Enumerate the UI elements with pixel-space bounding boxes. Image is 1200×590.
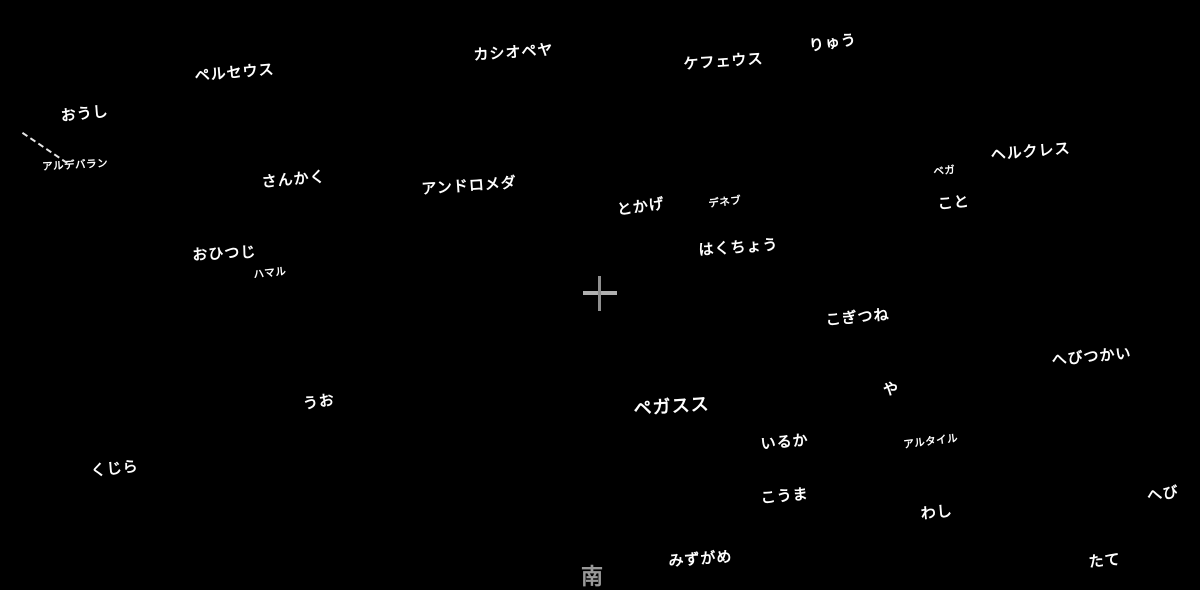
constellation-label-cepheus: ケフェウス xyxy=(682,49,765,73)
constellation-label-lacerta: とかげ xyxy=(615,194,666,219)
constellation-label-aquarius: みずがめ xyxy=(667,547,734,570)
direction-label-south: 南 xyxy=(581,565,604,590)
constellation-label-cassiopeia: カシオペヤ xyxy=(472,40,555,64)
constellation-label-delphinus: いるか xyxy=(759,430,810,453)
constellation-label-aquila: わし xyxy=(919,501,954,523)
constellation-label-andromeda: アンドロメダ xyxy=(420,173,518,198)
star-label-vega: ベガ xyxy=(932,164,956,178)
star-label-altair: アルタイル xyxy=(902,432,959,451)
constellation-label-pisces: うお xyxy=(301,390,337,413)
aldebaran-pointer-line xyxy=(21,132,68,164)
constellation-label-pegasus: ペガスス xyxy=(632,393,711,420)
center-crosshair-icon xyxy=(598,276,601,311)
constellation-label-lyra: こと xyxy=(936,192,971,213)
star-label-deneb: デネブ xyxy=(707,194,742,210)
constellation-label-sagitta: や xyxy=(883,380,900,398)
constellation-label-vulpecula: こぎつね xyxy=(824,305,891,329)
constellation-label-equuleus: こうま xyxy=(759,484,810,507)
constellation-label-cygnus: はくちょう xyxy=(697,235,780,259)
star-label-aldebaran: アルデバラン xyxy=(41,157,109,173)
constellation-label-serpens: へび xyxy=(1145,482,1181,505)
constellation-label-triangulum: さんかく xyxy=(260,167,327,191)
constellation-label-ophiuchus: へびつかい xyxy=(1050,344,1133,369)
constellation-label-perseus: ペルセウス xyxy=(193,60,276,85)
constellation-label-aries: おひつじ xyxy=(191,242,257,264)
constellation-label-scutum: たて xyxy=(1087,550,1122,571)
constellation-label-hercules: ヘルクレス xyxy=(989,139,1072,164)
constellation-label-taurus: おうし xyxy=(59,101,110,125)
star-label-hamal: ハマル xyxy=(252,265,287,281)
constellation-label-cetus: くじら xyxy=(89,456,140,480)
constellation-label-draco: りゅう xyxy=(807,30,858,55)
